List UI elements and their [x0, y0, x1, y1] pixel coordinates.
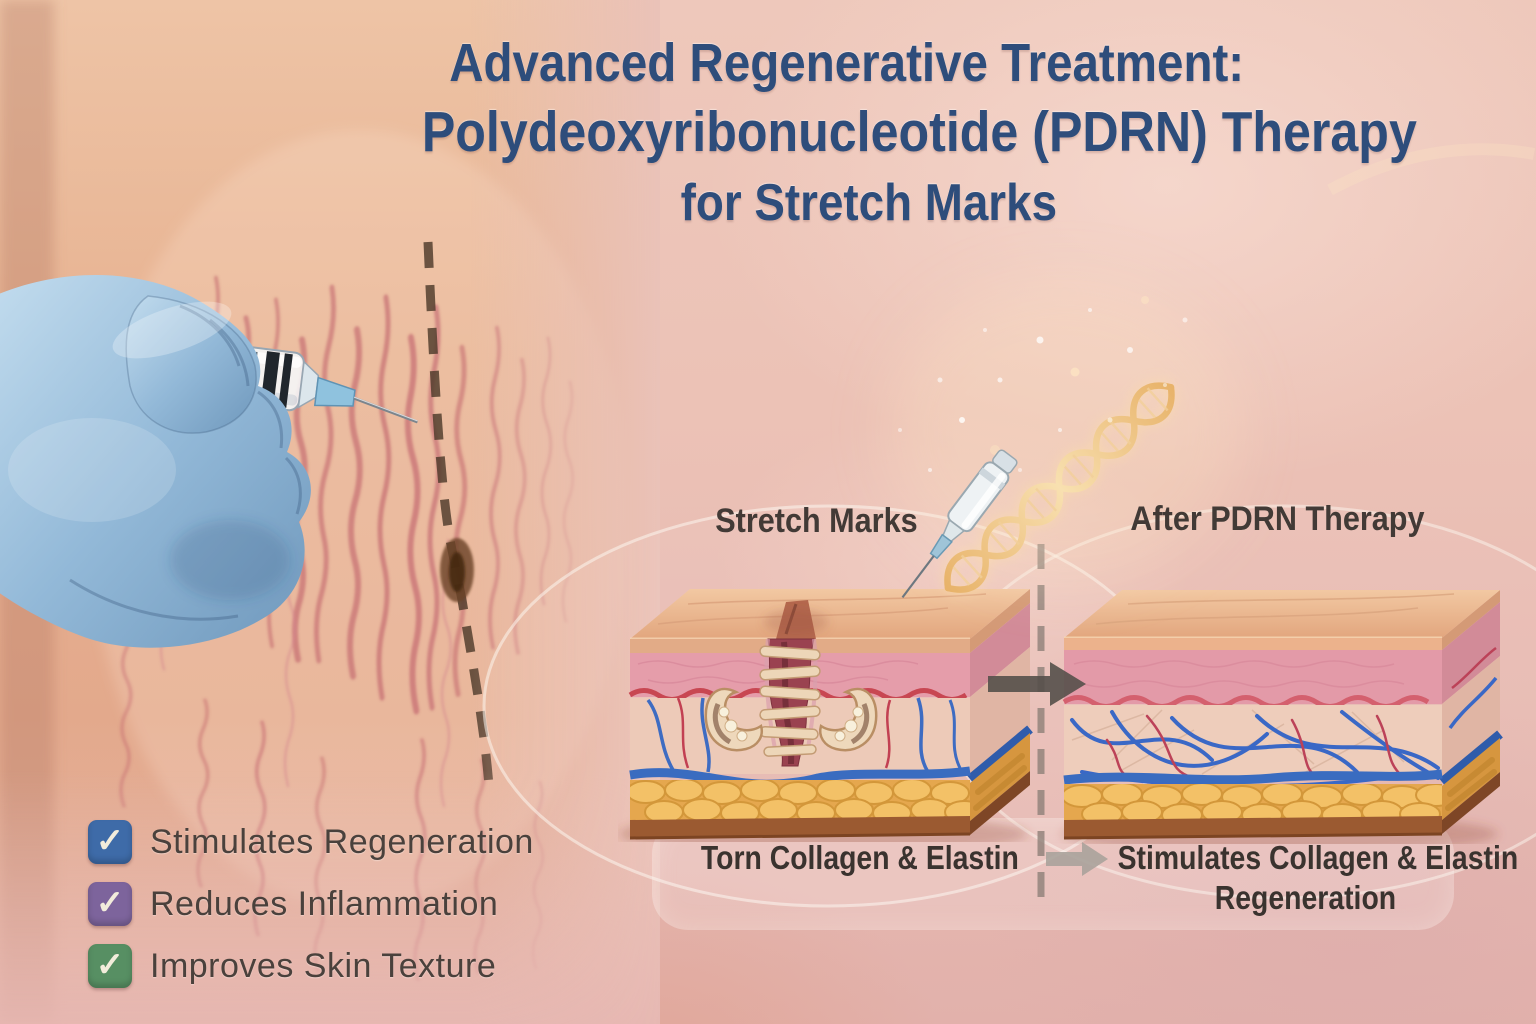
block-side-face [967, 589, 1033, 835]
before-caption-text: Torn Collagen & Elastin [700, 839, 1019, 876]
check-icon: ✓ [95, 884, 125, 922]
benefit-row-regeneration: ✓ Stimulates Regeneration [88, 820, 534, 864]
check-icon: ✓ [95, 822, 125, 860]
dermis-vessels [646, 697, 962, 773]
skin-diagram-after [1062, 590, 1503, 844]
collagen-curl-right [819, 687, 878, 752]
benefits-list: ✓ Stimulates Regeneration ✓ Reduces Infl… [88, 820, 534, 1006]
checkbox-icon: ✓ [88, 882, 132, 926]
gloved-hand-icon [0, 275, 311, 648]
epidermis-layer [1064, 638, 1442, 650]
dna-rungs [952, 387, 1169, 586]
block-front-face [628, 638, 971, 840]
fat-lobules [630, 780, 970, 820]
title-line-2: Polydeoxyribonucleotide (PDRN) Therapy [421, 100, 1417, 164]
torn-collagen-tear [759, 638, 821, 767]
before-caption: Torn Collagen & Elastin [640, 838, 1080, 878]
checkbox-icon: ✓ [88, 944, 132, 988]
check-icon: ✓ [95, 946, 125, 984]
after-caption-line-1: Stimulates Collagen & Elastin [1117, 839, 1519, 876]
base-layer [630, 816, 970, 839]
skin-diagram-before [618, 589, 1033, 842]
block-front-face [1062, 638, 1443, 840]
after-caption-line-2: Regeneration [1214, 879, 1396, 916]
benefit-label: Reduces Inflammation [150, 884, 499, 923]
after-panel-label-text: After PDRN Therapy [1129, 500, 1425, 538]
benefit-row-texture: ✓ Improves Skin Texture [88, 944, 534, 988]
dna-helix-icon [940, 379, 1178, 596]
fat-lobules [1064, 784, 1442, 820]
checkbox-icon: ✓ [88, 820, 132, 864]
vessel-blue-line [1063, 769, 1443, 785]
collagen-curl-left [704, 687, 763, 752]
base-layer [1064, 816, 1442, 839]
sparkles [898, 296, 1188, 472]
before-panel-label: Stretch Marks [666, 502, 966, 541]
dermis-pink-layer [1064, 650, 1442, 704]
before-panel-label-text: Stretch Marks [714, 502, 918, 540]
broken-fiber-rungs [759, 645, 821, 757]
gold-swirl [1327, 143, 1536, 196]
caption-arrow-icon [1046, 842, 1108, 876]
benefit-label: Stimulates Regeneration [150, 822, 534, 861]
photo-panel [0, 0, 660, 1024]
benefit-row-inflammation: ✓ Reduces Inflammation [88, 882, 534, 926]
benefit-label: Improves Skin Texture [150, 946, 497, 985]
compare-arrow-icon [988, 662, 1086, 706]
after-panel-label: After PDRN Therapy [1077, 500, 1477, 539]
title-line-1: Advanced Regenerative Treatment: [449, 33, 1245, 93]
injection-syringe-icon [901, 449, 1018, 599]
navel-spot [440, 538, 474, 602]
block-side-face [1439, 590, 1503, 834]
after-caption: Stimulates Collagen & Elastin Regenerati… [1085, 838, 1525, 918]
capillary-wavy-line [1062, 695, 1430, 709]
page-title: Advanced Regenerative Treatment: Polydeo… [300, 36, 1510, 229]
title-line-3: for Stretch Marks [680, 174, 1058, 232]
